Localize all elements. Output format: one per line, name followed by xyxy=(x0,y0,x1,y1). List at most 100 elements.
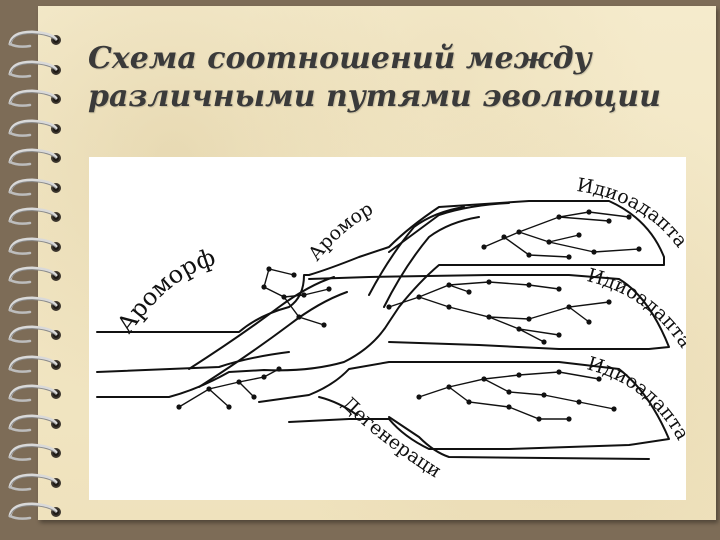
branch-node xyxy=(506,389,512,395)
branch-node xyxy=(206,386,212,392)
spiral-ring xyxy=(4,294,66,316)
branch-node xyxy=(481,376,487,382)
page-title: Схема соотношений между различными путям… xyxy=(88,40,688,116)
spiral-ring xyxy=(4,235,66,257)
branch-node xyxy=(546,239,552,245)
branch-node xyxy=(606,218,612,224)
branch-nodes xyxy=(176,209,642,422)
title-line-2: различными путями эволюции xyxy=(88,79,661,114)
branch-node xyxy=(236,379,242,385)
branch-node xyxy=(296,314,302,320)
spiral-ring xyxy=(4,323,66,345)
branch-node xyxy=(176,404,182,410)
trunk-band-outline xyxy=(96,200,665,398)
branch-node xyxy=(541,339,547,345)
branch-node xyxy=(226,404,232,410)
branch-node xyxy=(481,244,487,250)
branch-node xyxy=(576,399,582,405)
label-aromorphoses-large-text: Ароморфозы xyxy=(89,157,219,338)
branch-node xyxy=(526,282,532,288)
branch-node xyxy=(251,394,257,400)
branch-node xyxy=(606,299,612,305)
branch-node xyxy=(516,326,522,332)
branch-node xyxy=(416,394,422,400)
degeneration-branch xyxy=(318,396,358,416)
branch-node xyxy=(576,232,582,238)
branch-node xyxy=(501,234,507,240)
branch-node xyxy=(556,332,562,338)
aromorphosis-tube-2a xyxy=(368,206,465,296)
branch-node xyxy=(291,272,297,278)
branch-node xyxy=(261,374,267,380)
branch-node xyxy=(591,249,597,255)
branch-node xyxy=(446,304,452,310)
branch-node xyxy=(276,366,282,372)
spiral-ring xyxy=(4,441,66,463)
spiral-ring xyxy=(4,382,66,404)
spiral-ring xyxy=(4,146,66,168)
aromorphosis-tube-1b xyxy=(198,291,348,388)
branch-node xyxy=(596,376,602,382)
branch-node xyxy=(636,246,642,252)
top-band-line xyxy=(388,202,510,253)
branch-node xyxy=(506,404,512,410)
label-aromorphoses-small: Ароморфозы xyxy=(89,157,377,265)
spiral-ring xyxy=(4,87,66,109)
branch-node xyxy=(466,289,472,295)
aromorphosis-tube-1a xyxy=(188,276,335,370)
label-aromorphoses-small-text: Ароморфозы xyxy=(89,157,377,265)
branch-node xyxy=(586,209,592,215)
label-aromorphoses-large: Ароморфозы xyxy=(89,157,219,338)
evolution-diagram: Ароморфозы Ароморфозы Идиоадаптации Идио… xyxy=(89,157,686,500)
branch-node xyxy=(281,294,287,300)
middle-level-band xyxy=(308,274,670,350)
spiral-ring xyxy=(4,471,66,493)
title-line-1: Схема соотношений между xyxy=(88,41,592,76)
branch-node xyxy=(416,294,422,300)
branch-node xyxy=(556,214,562,220)
branch-node xyxy=(446,282,452,288)
spiral-ring xyxy=(4,117,66,139)
branch-node xyxy=(261,284,267,290)
branch-node xyxy=(486,279,492,285)
spiral-ring xyxy=(4,205,66,227)
branch-node xyxy=(516,372,522,378)
branch-node xyxy=(541,392,547,398)
branch-node xyxy=(516,229,522,235)
spiral-ring xyxy=(4,28,66,50)
branch-node xyxy=(566,416,572,422)
spiral-ring xyxy=(4,500,66,522)
spiral-ring xyxy=(4,412,66,434)
branch-node xyxy=(556,286,562,292)
branch-node xyxy=(611,406,617,412)
spiral-ring xyxy=(4,353,66,375)
branch-node xyxy=(301,292,307,298)
branch-node xyxy=(446,384,452,390)
branch-node xyxy=(326,286,332,292)
branch-node xyxy=(536,416,542,422)
label-idioadaptations-top: Идиоадаптации xyxy=(89,157,686,252)
upper-level-band xyxy=(96,351,290,373)
branch-node xyxy=(566,304,572,310)
branch-node xyxy=(321,322,327,328)
branch-node xyxy=(556,369,562,375)
branch-node xyxy=(266,266,272,272)
spiral-ring xyxy=(4,58,66,80)
top-tree-branches xyxy=(483,211,640,258)
lower-tree-branches xyxy=(178,368,615,420)
lower-level-band xyxy=(258,361,670,450)
evolution-diagram-svg: Ароморфозы Ароморфозы Идиоадаптации Идио… xyxy=(89,157,686,482)
aromorphosis-tube-2b xyxy=(383,216,480,308)
branch-node xyxy=(466,399,472,405)
branch-node xyxy=(626,214,632,220)
branch-node xyxy=(526,252,532,258)
bottom-baseline xyxy=(388,416,650,460)
branch-node xyxy=(566,254,572,260)
label-idioadaptations-top-text: Идиоадаптации xyxy=(89,157,686,252)
spiral-ring xyxy=(4,176,66,198)
branch-node xyxy=(486,314,492,320)
spiral-binding xyxy=(0,0,70,540)
middle-tree-branches xyxy=(388,281,610,343)
branch-node xyxy=(586,319,592,325)
